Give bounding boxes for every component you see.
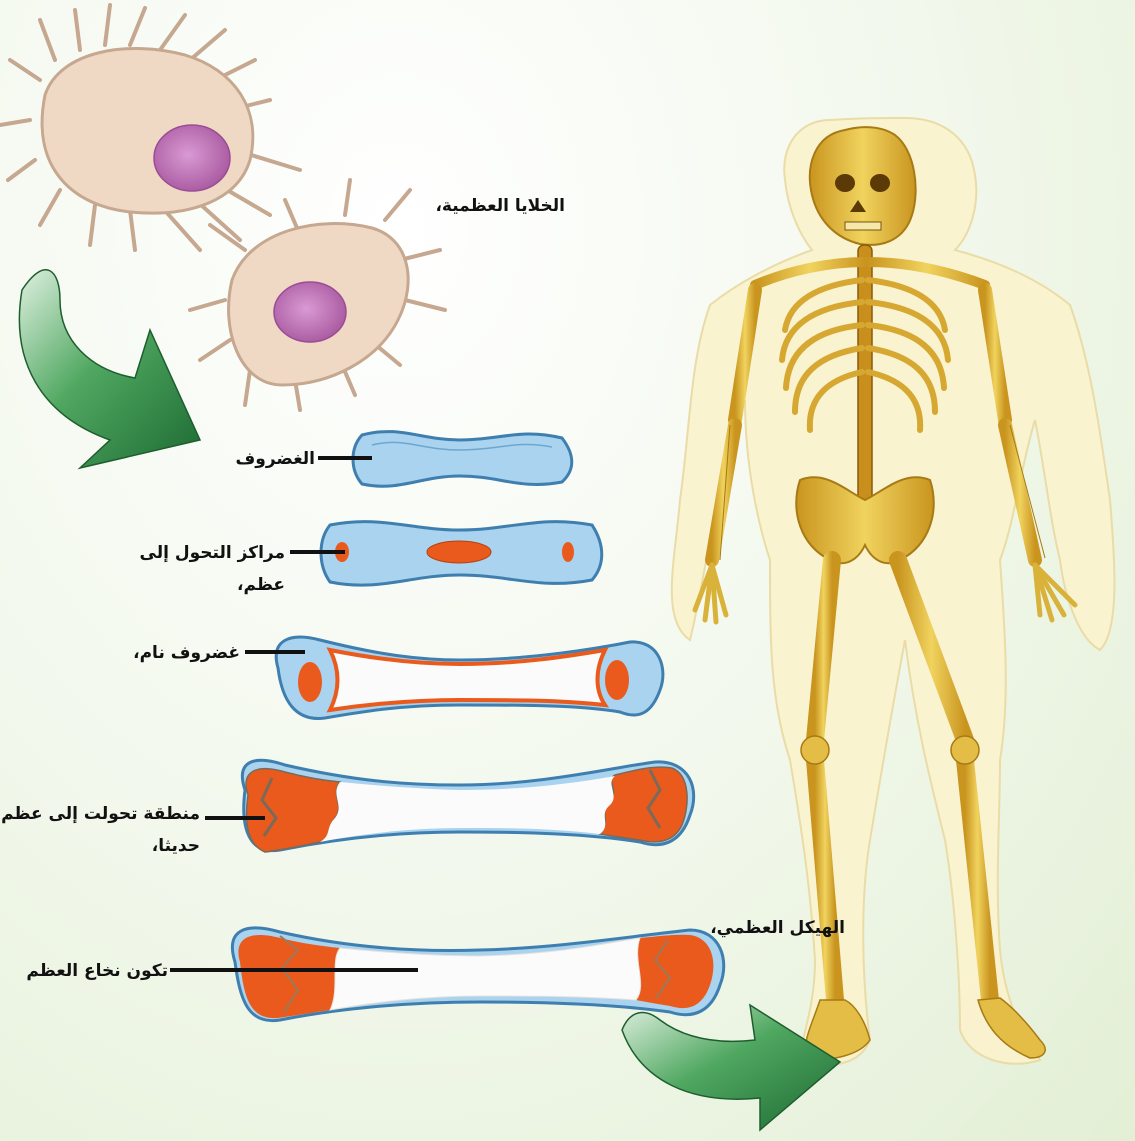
label-bone-cells-text: الخلايا العظمية، (435, 196, 565, 216)
label-ossification-line2: عظم، (120, 569, 285, 601)
ossification-center-middle (427, 541, 491, 563)
upper-cell-nucleus (154, 125, 230, 191)
label-growing-cartilage-text: غضروف نام، (133, 643, 240, 663)
label-cartilage: الغضروف (200, 443, 315, 475)
label-cartilage-text: الغضروف (236, 449, 315, 469)
label-skeleton-text: الهيكل العظمي، (710, 918, 845, 938)
label-ossification-centers: مراكز التحول إلى عظم، (120, 537, 285, 602)
label-new-bone-line2: حديثا، (20, 830, 200, 862)
lower-cell-nucleus (274, 282, 346, 342)
label-new-bone-zone: منطقة تحولت إلى عظم حديثا، (20, 798, 200, 863)
label-marrow-formation-text: تكون نخاع العظم (26, 961, 168, 981)
epiphysis-center-right (605, 660, 629, 700)
label-growing-cartilage: غضروف نام، (120, 637, 240, 669)
label-skeleton: الهيكل العظمي، (700, 912, 845, 944)
stage-ossification-centers (290, 522, 602, 586)
stage-growing-cartilage (245, 637, 663, 718)
ossification-center-right (562, 542, 574, 562)
stage-cartilage (318, 432, 572, 487)
upper-bone-cell (42, 48, 253, 213)
epiphysis-center-left (298, 662, 322, 702)
label-marrow-formation: تكون نخاع العظم (20, 955, 168, 987)
stage-marrow-formation (170, 928, 724, 1021)
label-bone-cells: الخلايا العظمية، (420, 190, 565, 222)
stage-new-bone-zone (205, 760, 694, 852)
curved-arrow-icon (19, 270, 200, 468)
label-ossification-line1: مراكز التحول إلى (120, 537, 285, 569)
label-new-bone-line1: منطقة تحولت إلى عظم (20, 798, 200, 830)
